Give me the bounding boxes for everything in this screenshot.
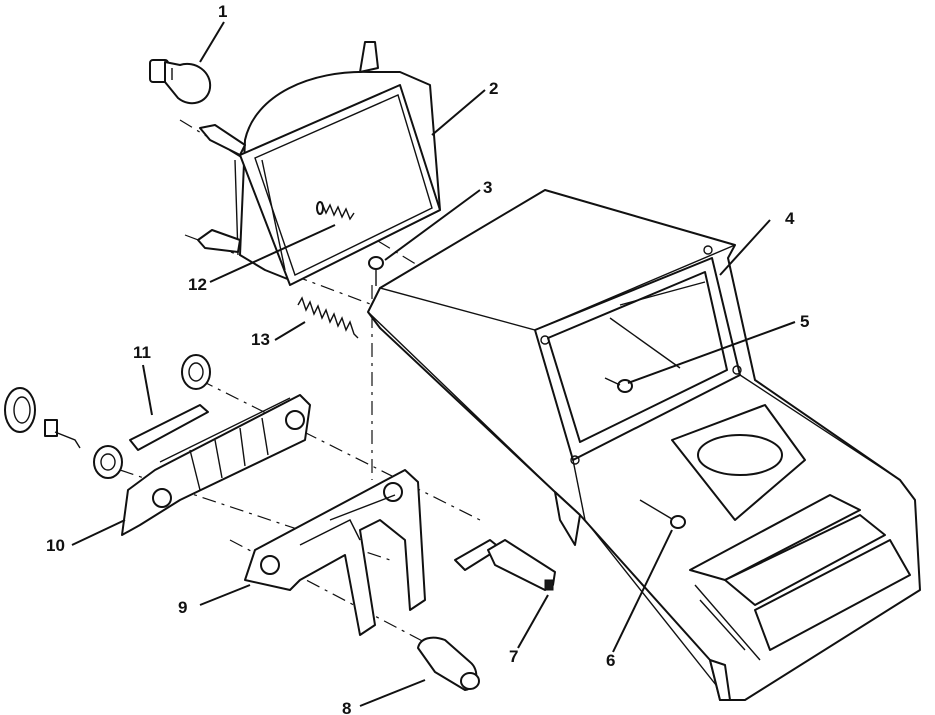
callout-9: 9 bbox=[178, 598, 187, 617]
screw-3 bbox=[368, 256, 384, 286]
bulb bbox=[149, 59, 212, 105]
rotary-knob bbox=[4, 387, 81, 449]
callout-2: 2 bbox=[489, 79, 498, 98]
leader-lines bbox=[71, 21, 796, 707]
callout-7: 7 bbox=[509, 647, 518, 666]
console-housing bbox=[367, 189, 921, 701]
callout-1: 1 bbox=[218, 2, 227, 21]
callout-labels: 1 2 3 4 5 6 7 8 9 10 11 12 13 bbox=[46, 2, 809, 715]
panel-strip bbox=[129, 404, 209, 451]
spring-12 bbox=[316, 201, 355, 221]
callout-3: 3 bbox=[483, 178, 492, 197]
callout-4: 4 bbox=[785, 209, 795, 228]
callout-8: 8 bbox=[342, 699, 351, 715]
spring-13 bbox=[297, 296, 359, 339]
bulb-socket bbox=[417, 636, 480, 691]
callout-5: 5 bbox=[800, 312, 809, 331]
bushing-lower bbox=[93, 445, 123, 479]
toggle-switch bbox=[454, 539, 556, 591]
callout-11: 11 bbox=[133, 343, 151, 362]
callout-13: 13 bbox=[251, 330, 270, 349]
lower-bracket bbox=[244, 469, 426, 636]
screw-6 bbox=[639, 499, 686, 529]
headlight-housing bbox=[197, 41, 441, 286]
callout-10: 10 bbox=[46, 536, 65, 555]
switch-bracket bbox=[121, 394, 311, 536]
callout-12: 12 bbox=[188, 275, 207, 294]
bushing-upper bbox=[181, 354, 211, 390]
callout-6: 6 bbox=[606, 651, 615, 670]
